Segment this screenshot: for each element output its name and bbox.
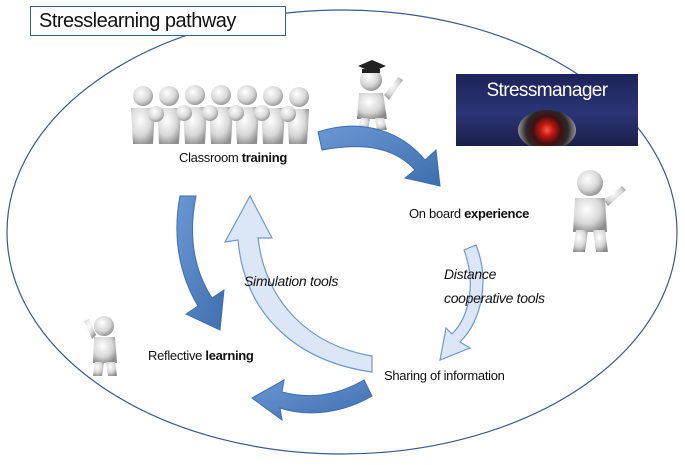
simulation-tools-label: Simulation tools (244, 273, 339, 289)
reflective-prefix: Reflective (148, 348, 206, 363)
reflective-bold: learning (205, 348, 254, 363)
classroom-prefix: Classroom (179, 150, 242, 165)
group-of-figures-icon (131, 85, 309, 144)
arrow-sharing-to-classroom (223, 194, 373, 373)
graduate-figure-icon (357, 60, 403, 130)
pathway-ellipse (6, 9, 678, 455)
classroom-bold: training (241, 150, 288, 165)
node-onboard-experience: On board experience (409, 206, 529, 221)
arrow-sharing-to-reflective (251, 379, 373, 422)
robot-eye-icon (518, 110, 576, 146)
node-sharing-information: Sharing of information (384, 368, 505, 383)
onboard-bold: experience (464, 206, 530, 221)
banner-title: Stressmanager (486, 80, 608, 101)
node-classroom-training: Classroom training (179, 150, 287, 165)
arrow-classroom-to-onboard (317, 125, 441, 187)
thumbs-up-figure-icon (84, 316, 117, 376)
onboard-prefix: On board (409, 206, 465, 221)
diagram-title: Stresslearning pathway (30, 6, 286, 36)
stressmanager-banner: Stressmanager (456, 74, 638, 146)
distance-tools-line2: cooperative tools (444, 290, 545, 306)
arrow-onboard-to-sharing (439, 244, 484, 361)
waving-figure-icon (573, 170, 626, 252)
distance-tools-line1: Distance (444, 266, 497, 282)
arrow-classroom-to-reflective (176, 195, 225, 331)
node-reflective-learning: Reflective learning (148, 348, 254, 363)
